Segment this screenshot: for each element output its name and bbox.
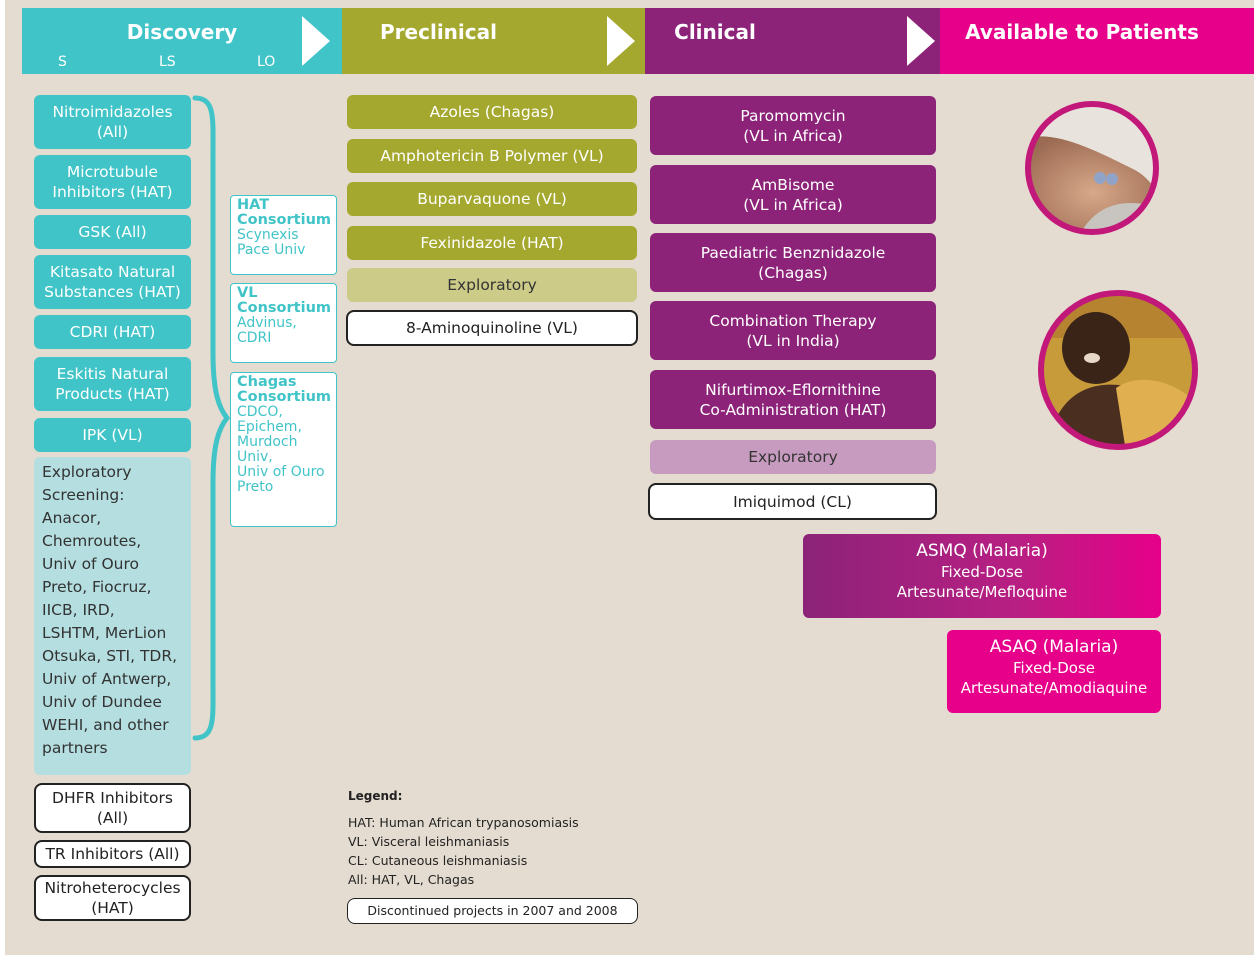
clinical-item: Nifurtimox-Eflornithine Co-Administratio… — [650, 370, 936, 429]
consortium-members: Scynexis Pace Univ — [237, 227, 306, 258]
asmq-product: ASMQ (Malaria) Fixed-Dose Artesunate/Mef… — [803, 534, 1161, 618]
asaq-product: ASAQ (Malaria) Fixed-Dose Artesunate/Amo… — [947, 630, 1161, 713]
available-header: Available to Patients — [940, 8, 1254, 74]
preclinical-header: Preclinical — [342, 8, 645, 74]
discovery-item: CDRI (HAT) — [34, 315, 191, 349]
legend-item: All: HAT, VL, Chagas — [348, 872, 475, 887]
preclinical-item: Fexinidazole (HAT) — [347, 226, 637, 260]
clinical-item: AmBisome (VL in Africa) — [650, 165, 936, 224]
product-title: ASMQ (Malaria) — [916, 541, 1048, 561]
consortium-title: Chagas Consortium — [237, 374, 332, 405]
discovery-exploratory: Exploratory Screening: Anacor, Chemroute… — [34, 457, 191, 775]
clinical-item: Paediatric Benznidazole (Chagas) — [650, 233, 936, 292]
pipeline-diagram: Discovery S LS LO Preclinical Clinical A… — [5, 0, 1254, 955]
discovery-item: Kitasato Natural Substances (HAT) — [34, 255, 191, 309]
stage-ls: LS — [159, 54, 176, 70]
legend-title: Legend: — [348, 789, 403, 803]
product-line: Artesunate/Amodiaquine — [960, 679, 1148, 697]
preclinical-discontinued: 8-Aminoquinoline (VL) — [346, 310, 638, 346]
consortium-vl: VL Consortium Advinus, CDRI — [230, 283, 337, 363]
consortium-members: CDCO, Epichem, Murdoch Univ, Univ of Our… — [237, 404, 325, 495]
consortium-title: HAT Consortium — [237, 197, 332, 228]
consortium-hat: HAT Consortium Scynexis Pace Univ — [230, 195, 337, 275]
discovery-item: IPK (VL) — [34, 418, 191, 452]
discovery-item: GSK (All) — [34, 215, 191, 249]
preclinical-item: Buparvaquone (VL) — [347, 182, 637, 216]
clinical-exploratory: Exploratory — [650, 440, 936, 474]
consortium-title: VL Consortium — [237, 285, 332, 316]
stage-s: S — [58, 54, 67, 70]
discontinued-item: DHFR Inhibitors (All) — [34, 783, 191, 833]
clinical-item: Combination Therapy (VL in India) — [650, 301, 936, 360]
product-line: Artesunate/Mefloquine — [896, 583, 1068, 601]
stage-lo: LO — [257, 54, 276, 70]
legend-discontinued: Discontinued projects in 2007 and 2008 — [347, 898, 638, 924]
discovery-item: Eskitis Natural Products (HAT) — [34, 357, 191, 411]
discovery-title: Discovery — [126, 20, 238, 44]
product-line: Fixed-Dose — [1012, 659, 1096, 677]
clinical-title: Clinical — [674, 20, 756, 44]
legend-item: CL: Cutaneous leishmaniasis — [348, 853, 528, 868]
arrow-icon — [907, 16, 935, 66]
patient-hand-photo — [1025, 101, 1159, 235]
patient-child-photo — [1038, 290, 1198, 450]
discontinued-item: TR Inhibitors (All) — [34, 840, 191, 868]
preclinical-item: Amphotericin B Polymer (VL) — [347, 139, 637, 173]
preclinical-exploratory: Exploratory — [347, 268, 637, 302]
clinical-discontinued: Imiquimod (CL) — [648, 483, 937, 520]
discovery-item: Nitroimidazoles (All) — [34, 95, 191, 149]
preclinical-item: Azoles (Chagas) — [347, 95, 637, 129]
legend-item: HAT: Human African trypanosomiasis — [348, 815, 579, 830]
preclinical-title: Preclinical — [380, 20, 497, 44]
consortium-members: Advinus, CDRI — [237, 315, 297, 346]
discovery-header: Discovery S LS LO — [22, 8, 342, 74]
discontinued-item: Nitroheterocycles (HAT) — [34, 875, 191, 921]
arrow-icon — [302, 16, 330, 66]
product-title: ASAQ (Malaria) — [989, 637, 1119, 657]
product-line: Fixed-Dose — [940, 563, 1024, 581]
consortium-chagas: Chagas Consortium CDCO, Epichem, Murdoch… — [230, 372, 337, 527]
legend-item: VL: Visceral leishmaniasis — [348, 834, 510, 849]
clinical-header: Clinical — [645, 8, 940, 74]
discovery-item: Microtubule Inhibitors (HAT) — [34, 155, 191, 209]
arrow-icon — [607, 16, 635, 66]
bracket-icon — [192, 95, 231, 741]
clinical-item: Paromomycin (VL in Africa) — [650, 96, 936, 155]
available-title: Available to Patients — [965, 20, 1199, 44]
